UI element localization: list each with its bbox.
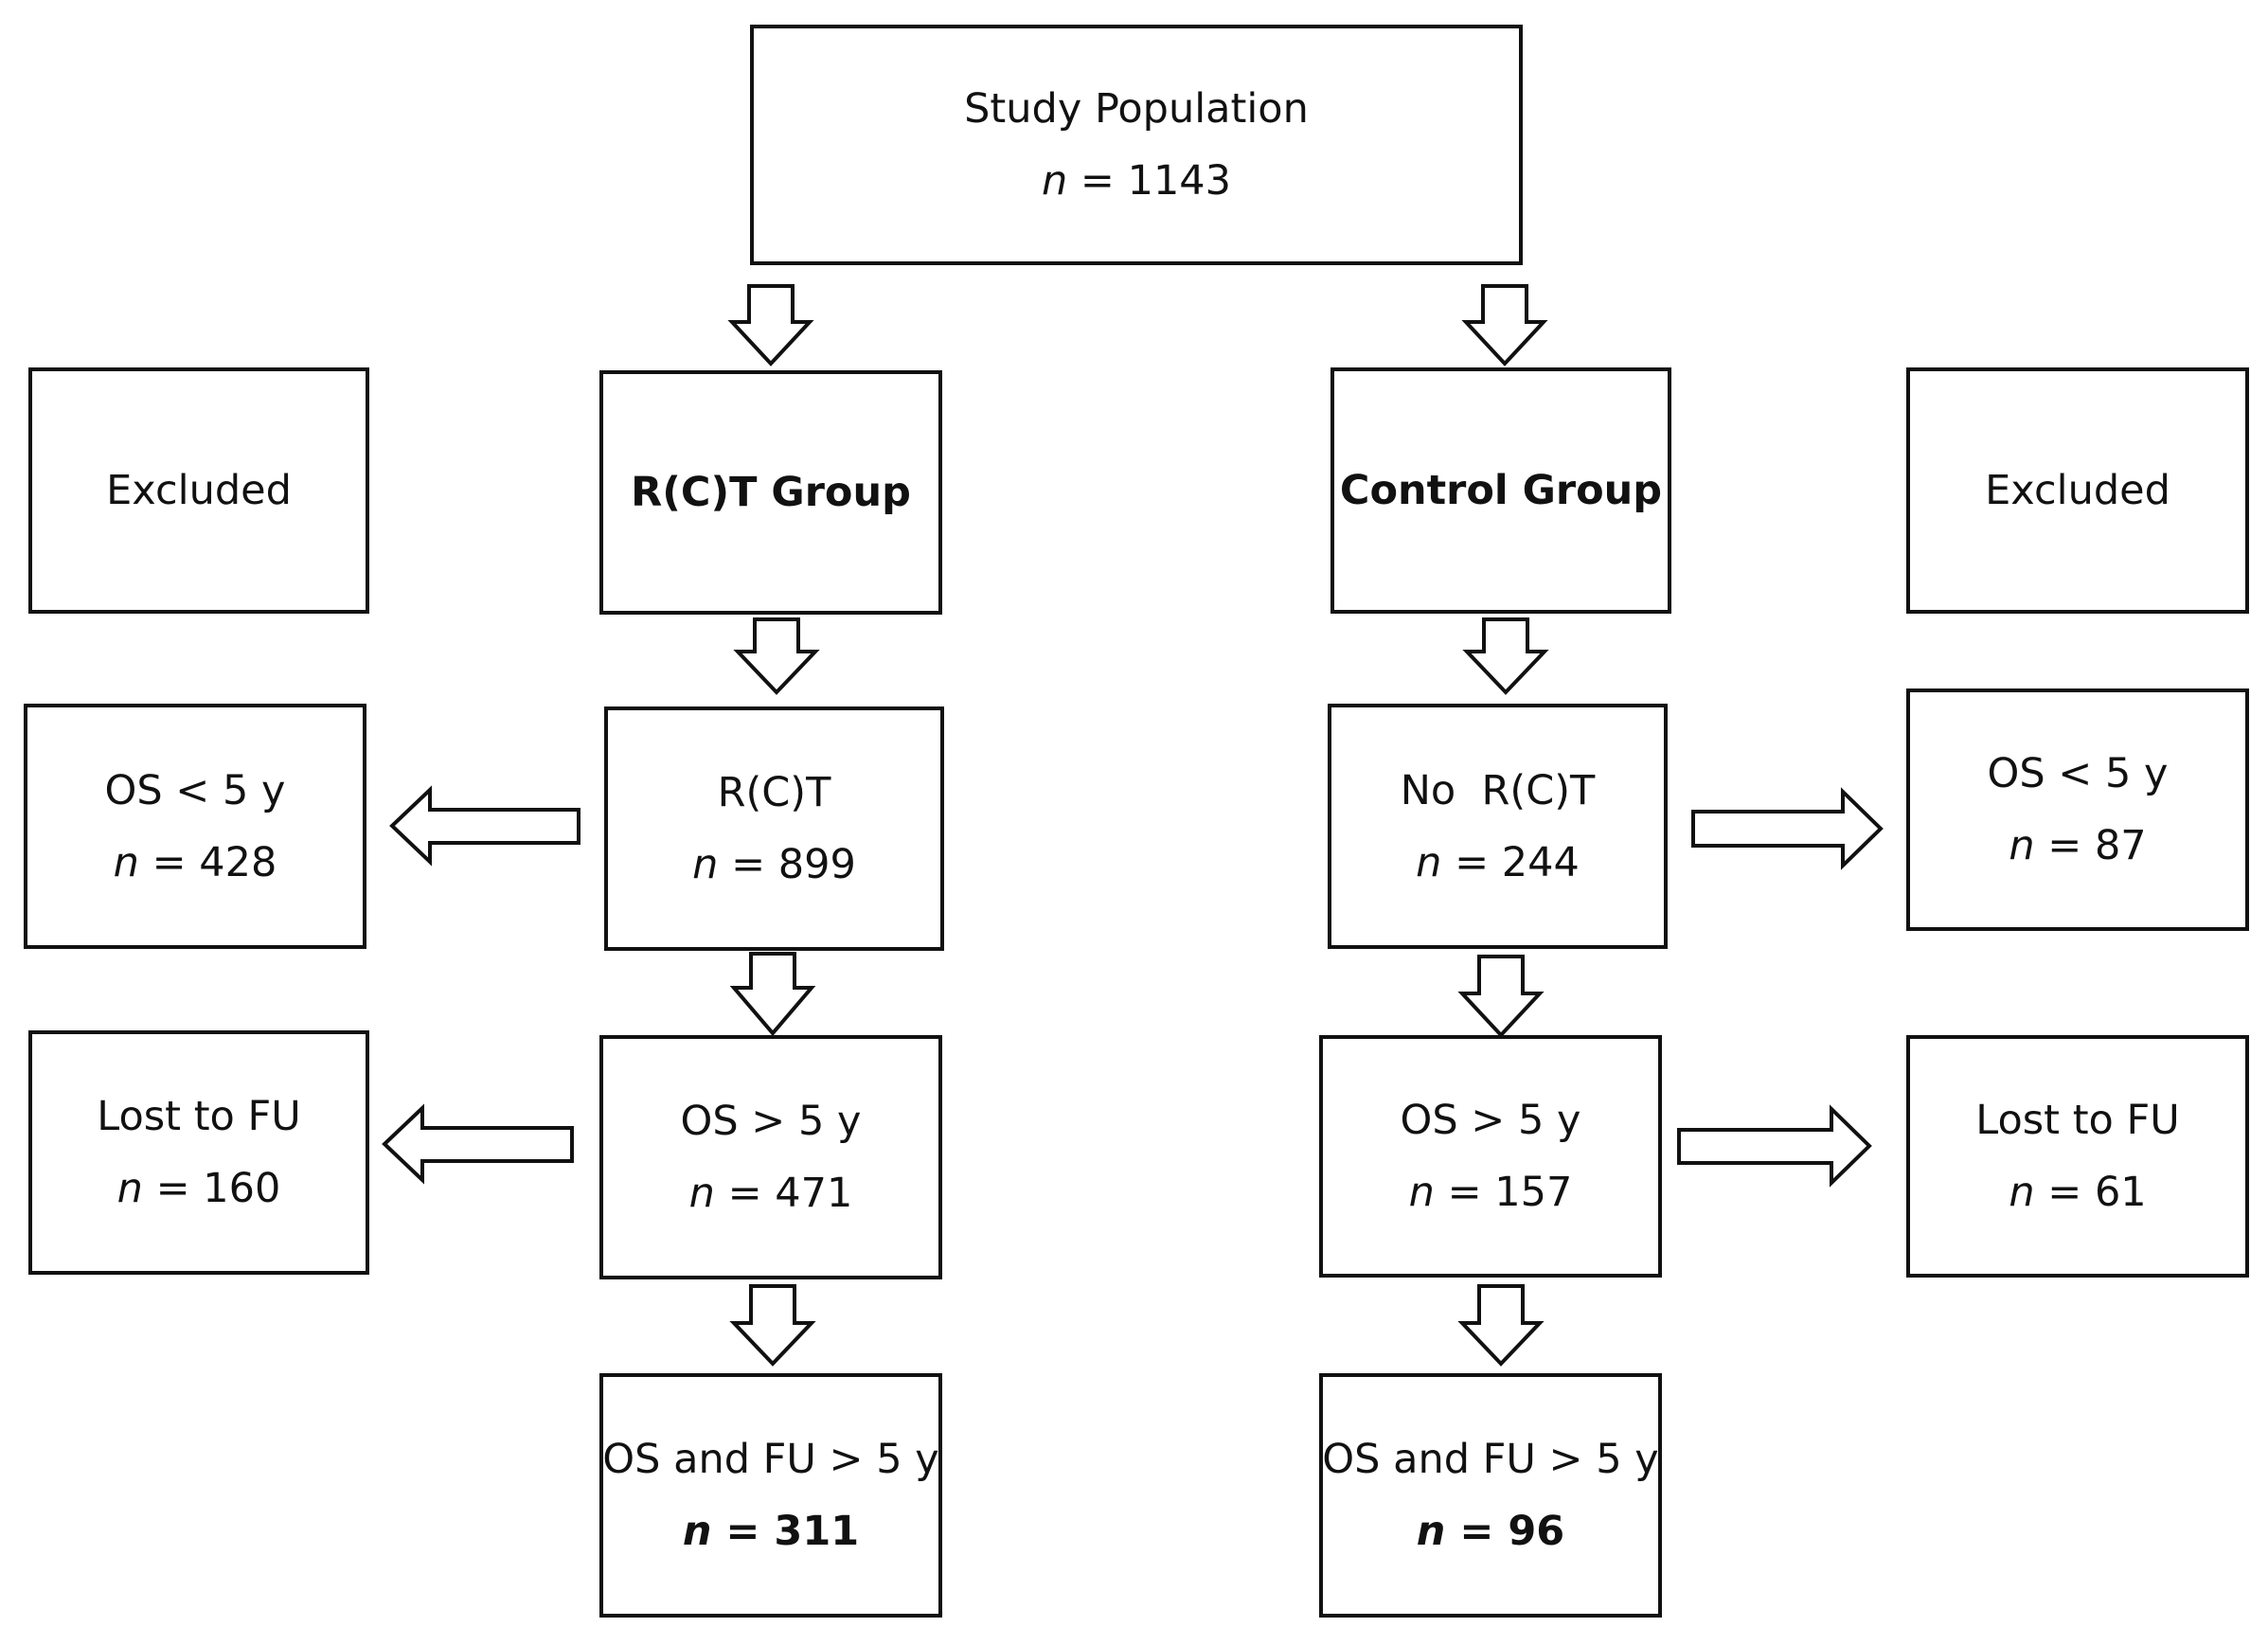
ctrl-final-count: n = 96 bbox=[1416, 1508, 1565, 1555]
rct-os-lt5-title: OS < 5 y bbox=[104, 766, 286, 814]
rct-lost-count: n = 160 bbox=[116, 1165, 281, 1212]
ctrl-lost-box: Lost to FU n = 61 bbox=[1906, 1035, 2249, 1278]
no-rct-title: No R(C)T bbox=[1400, 766, 1596, 814]
rct-os-lt5-box: OS < 5 y n = 428 bbox=[24, 704, 366, 949]
ctrl-os-lt5-title: OS < 5 y bbox=[1987, 750, 2169, 797]
ctrl-os-lt5-box: OS < 5 y n = 87 bbox=[1906, 688, 2249, 931]
arrow-down-icon bbox=[1457, 955, 1545, 1038]
arrow-left-icon bbox=[389, 785, 580, 867]
no-rct-count: n = 244 bbox=[1416, 838, 1580, 886]
arrow-left-icon bbox=[382, 1103, 574, 1185]
ctrl-final-title: OS and FU > 5 y bbox=[1322, 1436, 1659, 1483]
arrow-down-icon bbox=[1457, 1284, 1545, 1367]
arrow-down-icon bbox=[729, 952, 816, 1037]
arrow-down-icon bbox=[729, 1284, 816, 1367]
ctrl-os-gt5-box: OS > 5 y n = 157 bbox=[1319, 1035, 1662, 1278]
study-population-count: n = 1143 bbox=[1041, 157, 1232, 205]
ctrl-os-gt5-count: n = 157 bbox=[1408, 1169, 1573, 1216]
rct-count: n = 899 bbox=[692, 841, 856, 888]
study-population-title: Study Population bbox=[964, 85, 1309, 133]
excluded-right-title: Excluded bbox=[1985, 467, 2170, 514]
excluded-right-box: Excluded bbox=[1906, 367, 2249, 614]
ctrl-os-gt5-title: OS > 5 y bbox=[1400, 1097, 1581, 1144]
rct-os-gt5-count: n = 471 bbox=[688, 1170, 853, 1217]
no-rct-box: No R(C)T n = 244 bbox=[1328, 704, 1668, 949]
arrow-down-icon bbox=[727, 284, 814, 367]
ctrl-final-box: OS and FU > 5 y n = 96 bbox=[1319, 1373, 1662, 1618]
ctrl-lost-count: n = 61 bbox=[2009, 1169, 2147, 1216]
rct-lost-box: Lost to FU n = 160 bbox=[28, 1030, 369, 1275]
ctrl-lost-title: Lost to FU bbox=[1975, 1097, 2180, 1144]
arrow-down-icon bbox=[1461, 284, 1548, 367]
study-population-box: Study Population n = 1143 bbox=[750, 25, 1523, 265]
rct-os-lt5-count: n = 428 bbox=[113, 838, 277, 886]
arrow-down-icon bbox=[733, 617, 820, 695]
rct-lost-title: Lost to FU bbox=[97, 1093, 301, 1140]
rct-final-title: OS and FU > 5 y bbox=[602, 1436, 939, 1483]
rct-os-gt5-title: OS > 5 y bbox=[680, 1098, 862, 1145]
arrow-right-icon bbox=[1691, 787, 1884, 870]
rct-group-box: R(C)T Group bbox=[599, 370, 942, 615]
rct-group-title: R(C)T Group bbox=[631, 469, 911, 516]
excluded-left-title: Excluded bbox=[106, 467, 292, 514]
rct-os-gt5-box: OS > 5 y n = 471 bbox=[599, 1035, 942, 1279]
rct-final-box: OS and FU > 5 y n = 311 bbox=[599, 1373, 942, 1618]
ctrl-os-lt5-count: n = 87 bbox=[2009, 822, 2147, 869]
excluded-left-box: Excluded bbox=[28, 367, 369, 614]
rct-title: R(C)T bbox=[717, 769, 831, 816]
rct-box: R(C)T n = 899 bbox=[604, 706, 944, 951]
arrow-right-icon bbox=[1677, 1104, 1872, 1188]
control-group-box: Control Group bbox=[1330, 367, 1671, 614]
control-group-title: Control Group bbox=[1339, 467, 1663, 514]
arrow-down-icon bbox=[1462, 617, 1549, 695]
rct-final-count: n = 311 bbox=[682, 1508, 860, 1555]
